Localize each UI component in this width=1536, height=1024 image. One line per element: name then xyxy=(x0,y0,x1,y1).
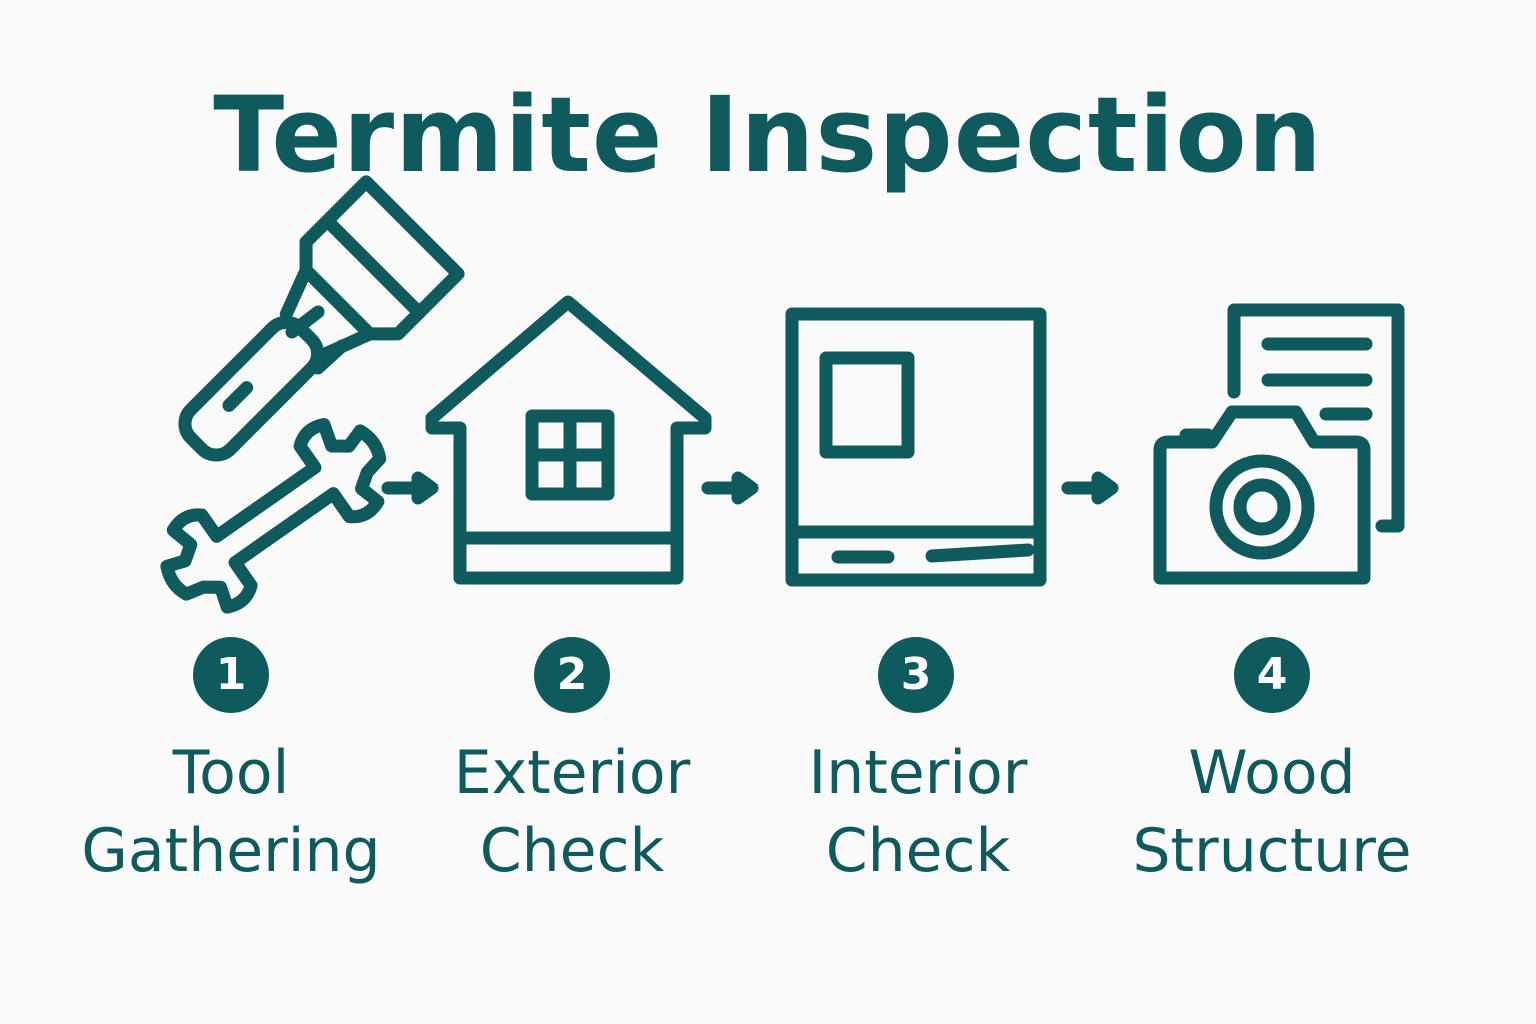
flashlight-icon xyxy=(178,175,465,462)
arrow-icon xyxy=(1061,471,1119,505)
step-3-label-line2: Check xyxy=(825,816,1011,886)
house-icon xyxy=(425,295,712,585)
step-3-label-line1: Interior xyxy=(808,738,1028,808)
interior-wall-icon xyxy=(785,307,1047,587)
step-3-label: Interior Check xyxy=(728,734,1108,890)
step-3-number-badge: 3 xyxy=(878,637,954,713)
document-icon xyxy=(1227,303,1405,533)
step-4-label-line2: Structure xyxy=(1132,816,1412,886)
step-1-label-line1: Tool xyxy=(172,738,290,808)
arrow-icon xyxy=(701,471,759,505)
page-title: Termite Inspection xyxy=(213,74,1323,196)
arrow-icon xyxy=(381,471,439,505)
step-4-number-badge: 4 xyxy=(1234,637,1310,713)
camera-icon xyxy=(1153,405,1371,585)
step-2-label: Exterior Check xyxy=(382,734,762,890)
step-2-label-line1: Exterior xyxy=(453,738,691,808)
wrench-icon xyxy=(160,418,387,614)
step-1-label: Tool Gathering xyxy=(41,734,421,890)
step-2-label-line2: Check xyxy=(479,816,665,886)
step-4-label-line1: Wood xyxy=(1188,738,1356,808)
step-1-number-badge: 1 xyxy=(193,637,269,713)
step-4-label: Wood Structure xyxy=(1082,734,1462,890)
step-1-label-line2: Gathering xyxy=(81,816,381,886)
step-2-number-badge: 2 xyxy=(534,637,610,713)
